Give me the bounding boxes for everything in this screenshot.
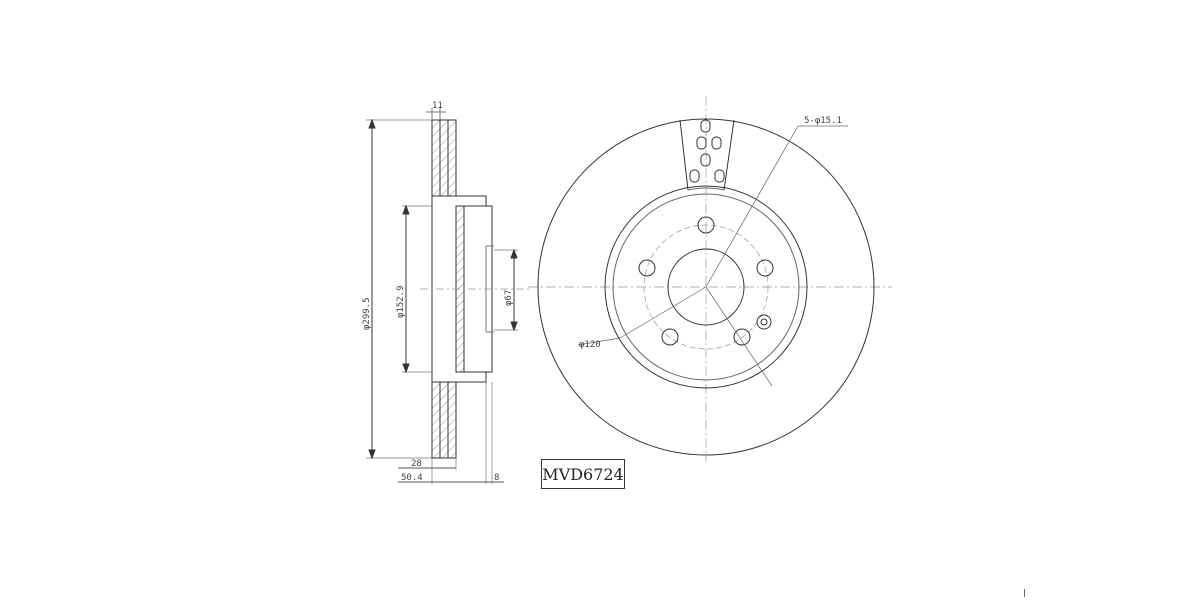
bolt-hole-1 bbox=[697, 216, 715, 234]
outer-diameter-label: φ299.5 bbox=[362, 297, 372, 330]
pcd-circle bbox=[643, 224, 769, 350]
disc-outer-circle bbox=[537, 118, 875, 456]
locating-hole bbox=[756, 314, 772, 330]
bolt-hole-3 bbox=[733, 328, 751, 346]
hat-outer-circle bbox=[604, 185, 808, 389]
bolt-hole-4 bbox=[661, 328, 679, 346]
pcd-label: φ120 bbox=[579, 340, 601, 350]
front-view bbox=[528, 96, 892, 462]
friction-ring-lower bbox=[431, 381, 457, 459]
hat-diameter-label: φ152.9 bbox=[396, 285, 406, 318]
bolt-hole-5 bbox=[638, 259, 656, 277]
disc-thickness-label: 28 bbox=[411, 459, 422, 469]
total-height-label: 50.4 bbox=[401, 473, 423, 483]
center-bore-circle bbox=[667, 248, 745, 326]
top-dim-label: 11 bbox=[432, 101, 443, 111]
part-number: MVD6724 bbox=[542, 464, 624, 484]
side-section-view bbox=[366, 108, 530, 484]
friction-ring-upper bbox=[431, 119, 457, 197]
center-bore-label: φ67 bbox=[504, 290, 514, 306]
bolt-holes-label: 5-φ15.1 bbox=[804, 116, 842, 126]
corner-mark bbox=[1024, 589, 1025, 597]
bolt-hole-2 bbox=[756, 259, 774, 277]
vent-cutaway bbox=[679, 119, 735, 191]
hat-depth-label: 8 bbox=[494, 473, 499, 483]
part-number-box: MVD6724 bbox=[541, 459, 625, 489]
